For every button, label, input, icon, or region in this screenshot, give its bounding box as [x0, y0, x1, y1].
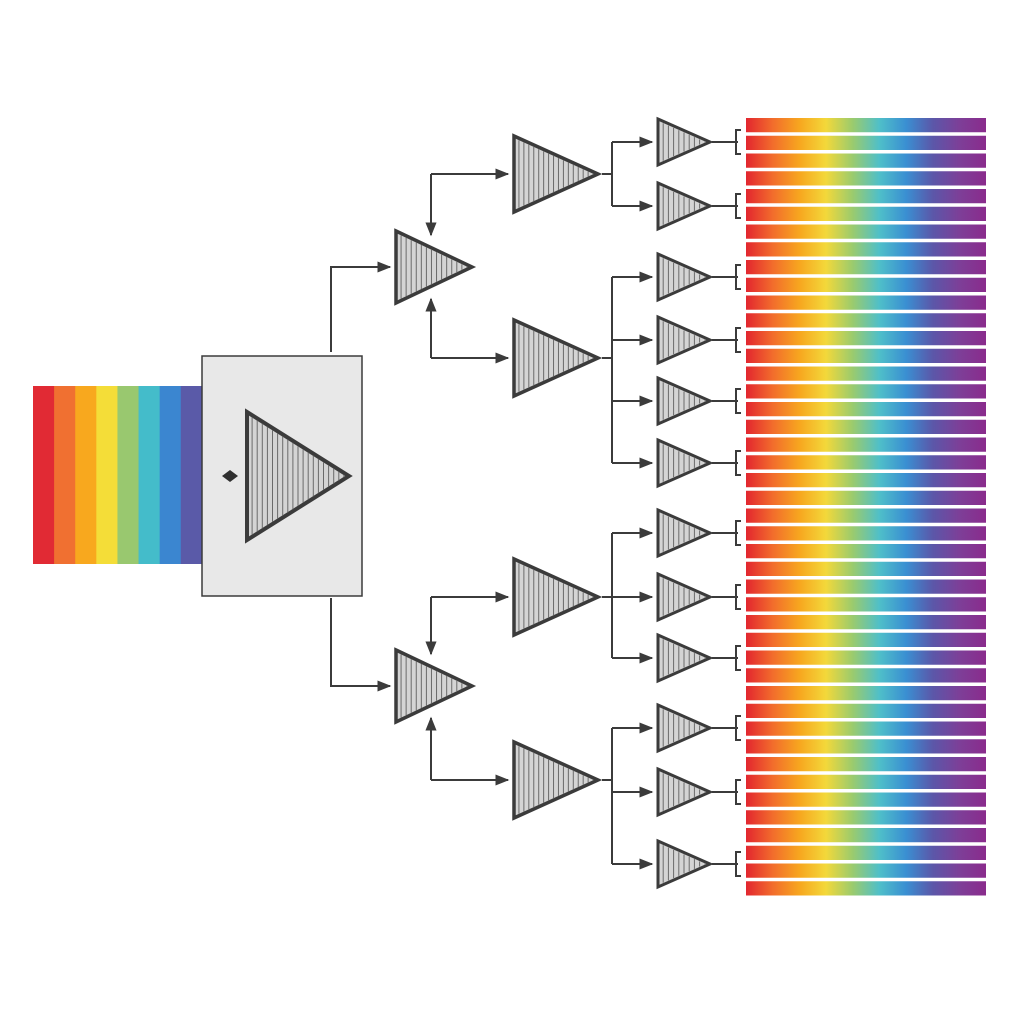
output-band — [746, 845, 986, 860]
amplifier-upper — [394, 228, 477, 306]
output-band — [746, 242, 986, 257]
output-band — [746, 277, 986, 292]
amplifier-upper-a — [512, 133, 603, 215]
output-band — [746, 473, 986, 488]
bracket-icon — [735, 520, 741, 546]
connector-arrow — [330, 598, 392, 692]
output-band — [746, 686, 986, 701]
output-band — [746, 881, 986, 896]
triangle-amplifier-icon — [394, 228, 477, 306]
output-band — [746, 419, 986, 434]
output-band — [746, 561, 986, 576]
output-band — [746, 295, 986, 310]
output-band — [746, 437, 986, 452]
output-band — [746, 863, 986, 878]
bracket-icon — [735, 851, 741, 877]
amplifier-leaf — [656, 507, 714, 559]
amplifier-leaf — [656, 632, 714, 684]
amplifier-leaf — [656, 180, 714, 232]
output-band — [746, 828, 986, 843]
connector-arrow — [330, 261, 392, 352]
amplifier-leaf — [656, 375, 714, 427]
amplifier-triangles — [245, 116, 714, 890]
output-band — [746, 703, 986, 718]
amplifier-leaf — [656, 838, 714, 890]
bracket-icon — [735, 129, 741, 155]
input-stripe — [159, 386, 182, 564]
triangle-amplifier-icon — [512, 556, 603, 638]
output-band — [746, 792, 986, 807]
output-band — [746, 384, 986, 399]
output-band — [746, 508, 986, 523]
bracket-icon — [735, 388, 741, 414]
input-stripe — [33, 386, 55, 564]
amplifier-leaf — [656, 437, 714, 489]
output-band — [746, 135, 986, 150]
triangle-amplifier-icon — [512, 739, 603, 821]
input-port-icon — [222, 470, 238, 482]
output-band — [746, 579, 986, 594]
bracket-icon — [735, 779, 741, 805]
output-band — [746, 348, 986, 363]
triangle-amplifier-icon — [394, 647, 477, 725]
output-band — [746, 153, 986, 168]
output-band — [746, 366, 986, 381]
output-band — [746, 774, 986, 789]
output-band — [746, 544, 986, 559]
spectrum-outputs — [746, 118, 986, 896]
bracket-icon — [735, 193, 741, 219]
output-band — [746, 206, 986, 221]
output-band — [746, 721, 986, 736]
bracket-icon — [735, 715, 741, 741]
connector-lines — [330, 129, 741, 877]
output-band — [746, 260, 986, 275]
bracket-icon — [735, 584, 741, 610]
input-stripe — [117, 386, 140, 564]
bracket-icon — [735, 450, 741, 476]
bracket-icon — [735, 327, 741, 353]
output-band — [746, 331, 986, 346]
output-band — [746, 632, 986, 647]
input-stripe — [180, 386, 203, 564]
bracket-icon — [735, 264, 741, 290]
amplifier-lower — [394, 647, 477, 725]
output-band — [746, 171, 986, 186]
output-band — [746, 224, 986, 239]
output-band — [746, 189, 986, 204]
output-band — [746, 526, 986, 541]
output-band — [746, 615, 986, 630]
output-band — [746, 810, 986, 825]
amplifier-leaf — [656, 766, 714, 818]
amplifier-leaf — [656, 702, 714, 754]
output-band — [746, 757, 986, 772]
spectrum-input — [33, 386, 224, 564]
output-band — [746, 313, 986, 328]
output-band — [746, 490, 986, 505]
output-band — [746, 118, 986, 133]
amplifier-upper-b — [512, 317, 603, 399]
amplifier-leaf — [656, 116, 714, 168]
amplifier-lower-b — [512, 739, 603, 821]
input-stripe — [75, 386, 97, 564]
amplifier-leaf — [656, 571, 714, 623]
output-band — [746, 650, 986, 665]
triangle-amplifier-icon — [512, 317, 603, 399]
root-amplifier — [245, 408, 353, 544]
bracket-icon — [735, 645, 741, 671]
output-band — [746, 402, 986, 417]
input-stripe — [96, 386, 119, 564]
output-band — [746, 739, 986, 754]
output-band — [746, 597, 986, 612]
amplifier-leaf — [656, 314, 714, 366]
triangle-amplifier-icon — [512, 133, 603, 215]
amplifier-leaf — [656, 251, 714, 303]
amplifier-lower-a — [512, 556, 603, 638]
input-stripe — [54, 386, 76, 564]
input-stripe — [138, 386, 161, 564]
output-band — [746, 668, 986, 683]
output-band — [746, 455, 986, 470]
